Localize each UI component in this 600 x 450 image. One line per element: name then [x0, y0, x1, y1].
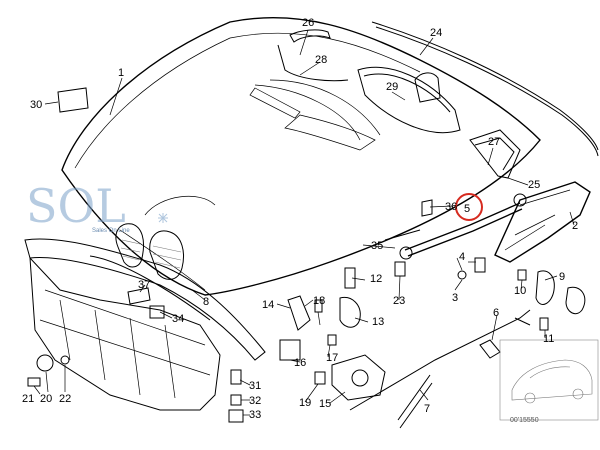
- part-label-8: 8: [203, 296, 209, 308]
- part-label-20: 20: [40, 393, 52, 405]
- part-label-23: 23: [393, 295, 405, 307]
- front-carrier: [24, 238, 266, 411]
- part-label-33: 33: [249, 409, 261, 421]
- part-label-10: 10: [514, 285, 526, 297]
- part-label-31: 31: [249, 380, 261, 392]
- part-label-2: 2: [572, 220, 578, 232]
- lock-assembly: [331, 296, 531, 429]
- part-label-36: 36: [445, 201, 457, 213]
- part-label-1: 1: [118, 67, 124, 79]
- part-label-25: 25: [528, 179, 540, 191]
- part-label-4: 4: [459, 251, 465, 263]
- part-label-13: 13: [372, 316, 384, 328]
- part-label-6: 6: [493, 307, 499, 319]
- part-label-12: 12: [370, 273, 382, 285]
- part-label-28: 28: [315, 54, 327, 66]
- highlight-ring: [455, 193, 483, 221]
- hinge-assembly: [384, 181, 591, 263]
- part-label-9: 9: [559, 271, 565, 283]
- part-label-17: 17: [326, 352, 338, 364]
- part-label-7: 7: [424, 403, 430, 415]
- part-label-34: 34: [172, 313, 184, 325]
- reference-code: 00'15550: [510, 417, 539, 424]
- part-label-30: 30: [30, 99, 42, 111]
- part-label-24: 24: [430, 27, 442, 39]
- leader-lines: [33, 29, 575, 416]
- part-label-5: 5: [464, 203, 470, 215]
- part-label-37: 37: [138, 279, 150, 291]
- hood-outline: [61, 16, 541, 296]
- part-label-26: 26: [302, 17, 314, 29]
- part-label-16: 16: [294, 357, 306, 369]
- logo-text: SOL: [26, 179, 126, 233]
- part-label-27: 27: [488, 136, 500, 148]
- part-label-15: 15: [319, 398, 331, 410]
- part-label-35: 35: [371, 240, 383, 252]
- part-label-19: 19: [299, 397, 311, 409]
- part-label-3: 3: [452, 292, 458, 304]
- part-label-21: 21: [22, 393, 34, 405]
- seal-strips: [277, 21, 599, 179]
- part-label-14: 14: [262, 299, 274, 311]
- part-label-22: 22: [59, 393, 71, 405]
- part-label-11: 11: [543, 333, 554, 345]
- kidney-grille: [115, 223, 184, 280]
- part-label-18: 18: [313, 295, 325, 307]
- watermark-logo: SOL Sales On Line: [26, 179, 168, 234]
- part-label-29: 29: [386, 81, 398, 93]
- car-thumbnail: [499, 339, 599, 421]
- part-label-32: 32: [249, 395, 261, 407]
- logo-tagline: Sales On Line: [92, 228, 130, 234]
- small-parts: [27, 87, 586, 423]
